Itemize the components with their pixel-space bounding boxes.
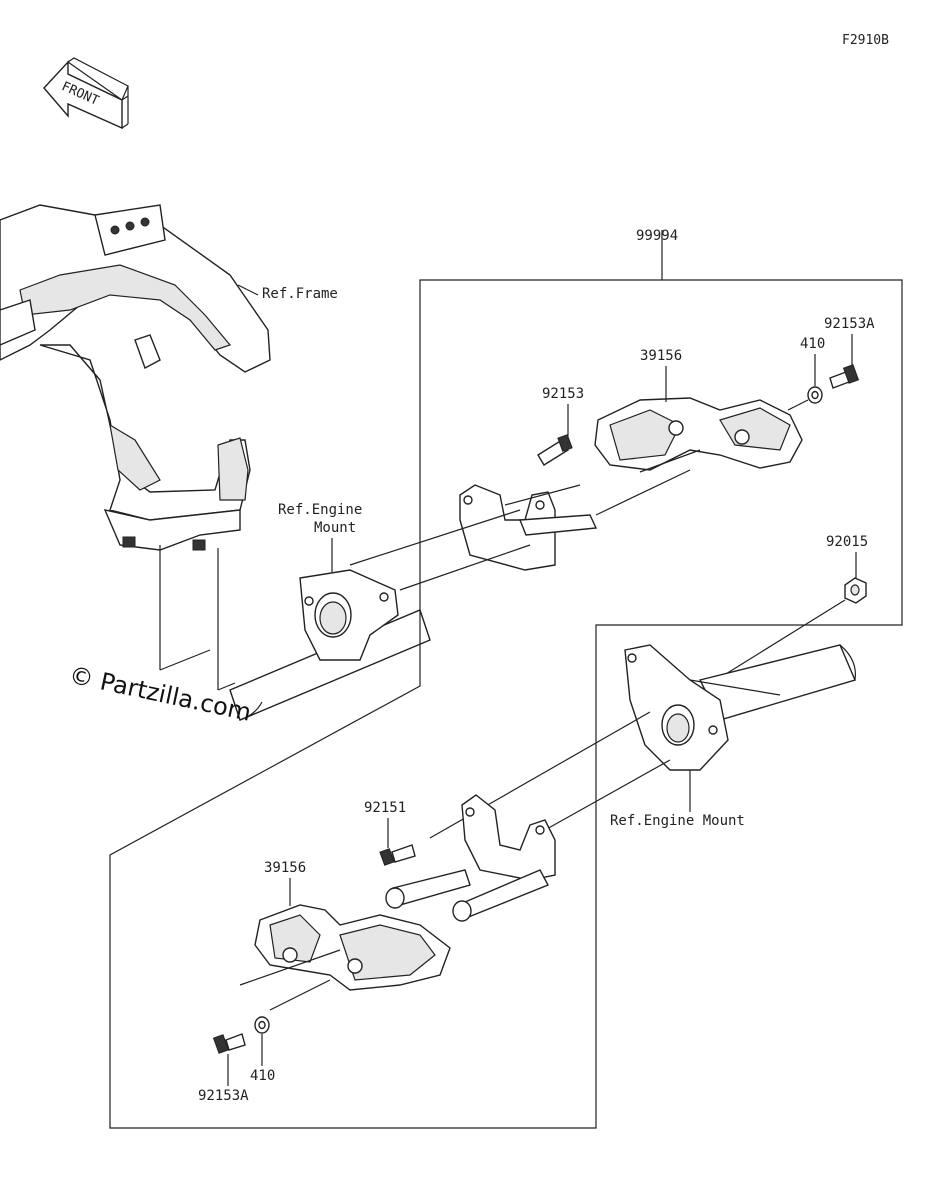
screw-lower-label: 92153A — [198, 1088, 249, 1104]
washer-lower-label: 410 — [250, 1068, 275, 1084]
ref-engine-mount-upper-label-1: Ref.Engine — [278, 502, 362, 518]
washer-410-upper — [807, 386, 823, 404]
washer-upper-label: 410 — [800, 336, 825, 352]
kit-outline — [109, 230, 903, 1129]
bolt-92153-upper — [537, 434, 573, 466]
watermark: © Partzilla.com — [67, 661, 254, 727]
slider-lower-label: 39156 — [264, 860, 306, 876]
lower-engine-mount — [429, 644, 857, 839]
upper-engine-mount — [229, 569, 431, 721]
frame-slider-lower — [239, 904, 451, 1011]
washer-410-lower — [254, 1016, 270, 1034]
screw-92153a-upper — [829, 364, 860, 389]
nut-label: 92015 — [826, 534, 868, 550]
lower-bracket — [385, 794, 556, 922]
front-arrow-icon: FRONT — [43, 57, 129, 130]
ref-engine-mount-upper-label-2: Mount — [314, 520, 356, 536]
bolt-lower-label: 92151 — [364, 800, 406, 816]
frame-slider-upper — [594, 397, 809, 516]
ref-engine-mount-lower-label: Ref.Engine Mount — [610, 813, 745, 829]
bolt-upper-label: 92153 — [542, 386, 584, 402]
kit-part-number: 99994 — [636, 228, 678, 244]
frame-illustration — [0, 204, 271, 691]
ref-frame-label: Ref.Frame — [262, 286, 338, 302]
bolt-92151-lower — [379, 844, 416, 866]
screw-upper-label: 92153A — [824, 316, 875, 332]
screw-92153a-lower — [212, 1033, 246, 1054]
figure-code: F2910B — [842, 33, 889, 48]
slider-upper-label: 39156 — [640, 348, 682, 364]
upper-bracket — [349, 484, 598, 591]
